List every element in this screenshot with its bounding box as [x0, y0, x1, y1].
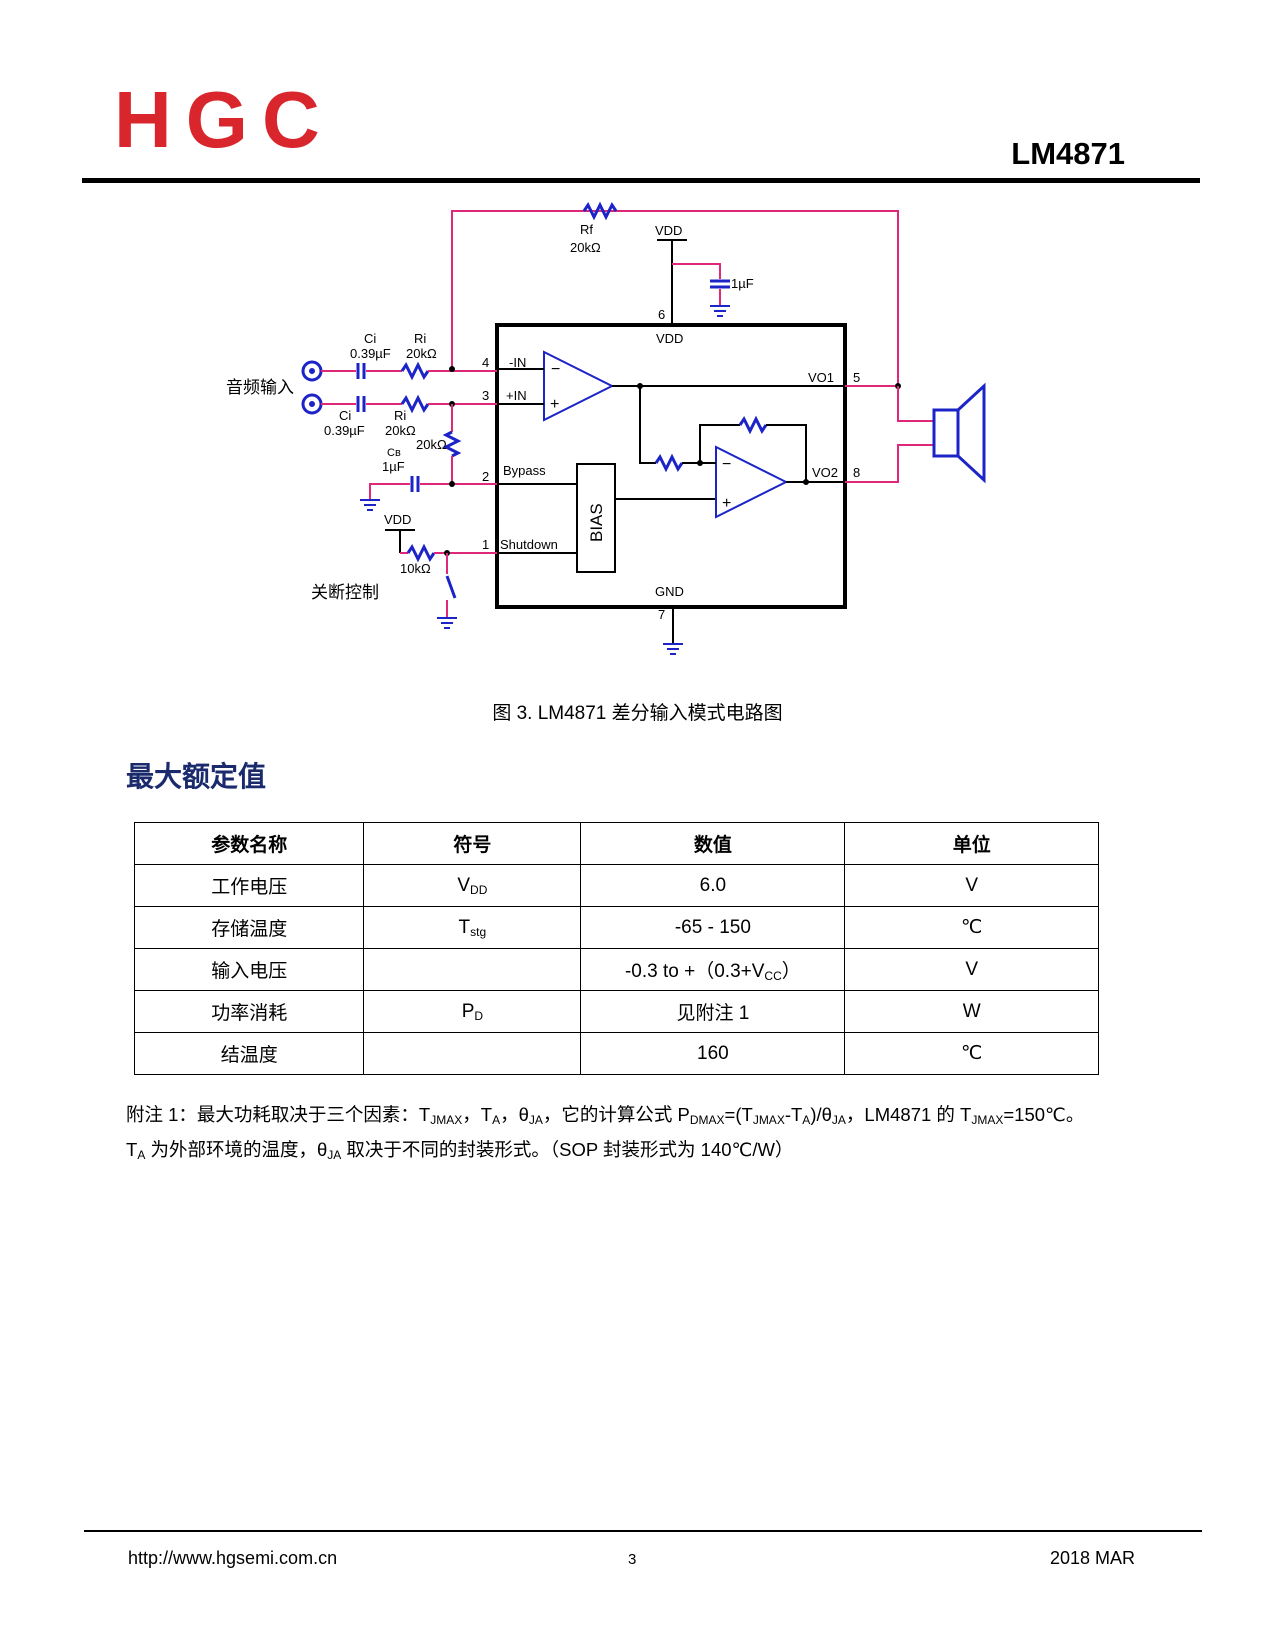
feedback-wire — [451, 210, 899, 387]
col-header: 单位 — [844, 822, 1099, 865]
value-cell: 6.0 — [580, 864, 846, 907]
unit-cell: V — [844, 864, 1099, 907]
table-row: 功率消耗 PD 见附注 1 W — [133, 990, 1099, 1033]
ci-value-bottom: 0.39µF — [324, 423, 365, 438]
param-cell: 结温度 — [133, 1032, 365, 1075]
bias-block — [576, 463, 616, 573]
figure-caption: 图 3. LM4871 差分输入模式电路图 — [492, 703, 783, 724]
unit-cell: W — [844, 990, 1099, 1033]
param-cell: 存储温度 — [133, 906, 365, 949]
param-cell: 功率消耗 — [133, 990, 365, 1033]
bias-label: BIAS — [587, 503, 606, 542]
symbol-cell — [363, 1032, 582, 1075]
max-ratings-table: 参数名称 符号 数值 单位 工作电压 VDD 6.0 V 存储温度 Tstg -… — [133, 822, 1099, 1075]
vo1-label: VO1 — [808, 370, 834, 385]
circuit-diagram: Rf 20kΩ VDD 1µF 6 VDD − + 4 -IN 3 +IN Ci… — [226, 201, 986, 655]
shutdown-label: Shutdown — [500, 537, 558, 552]
bypass-label: Bypass — [503, 463, 546, 478]
col-header: 参数名称 — [133, 822, 365, 865]
rf-resistor — [582, 201, 618, 221]
table-row: 输入电压 -0.3 to +（0.3+VCC） V — [133, 948, 1099, 991]
pin2: 2 — [482, 469, 489, 484]
gnd-label: GND — [655, 584, 684, 599]
unit-cell: V — [844, 948, 1099, 991]
pin6: 6 — [658, 307, 665, 322]
symbol-cell: Tstg — [363, 906, 582, 949]
shutdown-ctrl-label: 关断控制 — [311, 583, 379, 602]
unit-cell: ℃ — [844, 1032, 1099, 1075]
section-title: 最大额定值 — [126, 761, 267, 792]
vdd-pin-label: VDD — [656, 331, 683, 346]
table-row: 工作电压 VDD 6.0 V — [133, 864, 1099, 907]
rf-name: Rf — [580, 222, 593, 237]
table-row: 存储温度 Tstg -65 - 150 ℃ — [133, 906, 1099, 949]
r-bias-value: 20kΩ — [416, 437, 447, 452]
value-cell: -65 - 150 — [580, 906, 846, 949]
ci-name-bottom: Ci — [339, 408, 351, 423]
rf-value: 20kΩ — [570, 240, 601, 255]
symbol-cell: VDD — [363, 864, 582, 907]
param-cell: 工作电压 — [133, 864, 365, 907]
cap-1uf-label: 1µF — [731, 276, 754, 291]
col-header: 符号 — [363, 822, 582, 865]
symbol-cell — [363, 948, 582, 991]
page-number: 3 — [628, 1551, 637, 1568]
value-cell: 见附注 1 — [580, 990, 846, 1033]
pin8: 8 — [853, 465, 860, 480]
ri-value-bottom: 20kΩ — [385, 423, 416, 438]
footer-url[interactable]: http://www.hgsemi.com.cn — [128, 1548, 338, 1568]
ci-name-top: Ci — [364, 331, 376, 346]
output-opamp — [715, 445, 789, 519]
vdd-top-label: VDD — [655, 223, 682, 238]
part-number: LM4871 — [1011, 136, 1125, 171]
in-neg-label: -IN — [509, 355, 526, 370]
ri-value-top: 20kΩ — [406, 346, 437, 361]
table-header-row: 参数名称 符号 数值 单位 — [133, 822, 1099, 865]
audio-input-label: 音频输入 — [226, 378, 294, 397]
pin1: 1 — [482, 537, 489, 552]
speaker-icon — [932, 408, 960, 458]
svg-text:+: + — [722, 495, 731, 512]
cb-name: Cʙ — [387, 447, 401, 459]
footer-date: 2018 MAR — [1049, 1548, 1135, 1568]
ic-package — [495, 323, 847, 609]
col-header: 数值 — [580, 822, 846, 865]
svg-text:−: − — [551, 361, 560, 378]
header-rule — [82, 178, 1200, 183]
value-cell: 160 — [580, 1032, 846, 1075]
input-opamp — [543, 350, 615, 422]
cb-value: 1µF — [382, 459, 405, 474]
company-logo: HGC — [114, 75, 334, 164]
vdd-shutdown-label: VDD — [384, 512, 411, 527]
vo2-label: VO2 — [812, 465, 838, 480]
svg-text:+: + — [550, 396, 559, 413]
value-cell: -0.3 to +（0.3+VCC） — [580, 948, 846, 991]
footnote: 附注 1：最大功耗取决于三个因素：TJMAX，TA，θJA，它的计算公式 PDM… — [126, 1104, 1085, 1162]
pin7: 7 — [658, 607, 665, 622]
footer-rule — [84, 1530, 1202, 1532]
svg-text:−: − — [722, 456, 731, 473]
table-row: 结温度 160 ℃ — [133, 1032, 1099, 1075]
ri-name-bottom: Ri — [394, 408, 406, 423]
in-pos-label: +IN — [506, 388, 527, 403]
r-shutdown-value: 10kΩ — [400, 561, 431, 576]
symbol-cell: PD — [363, 990, 582, 1033]
ri-name-top: Ri — [414, 331, 426, 346]
pin3: 3 — [482, 388, 489, 403]
unit-cell: ℃ — [844, 906, 1099, 949]
ci-value-top: 0.39µF — [350, 346, 391, 361]
param-cell: 输入电压 — [133, 948, 365, 991]
pin5: 5 — [853, 370, 860, 385]
pin4: 4 — [482, 355, 489, 370]
